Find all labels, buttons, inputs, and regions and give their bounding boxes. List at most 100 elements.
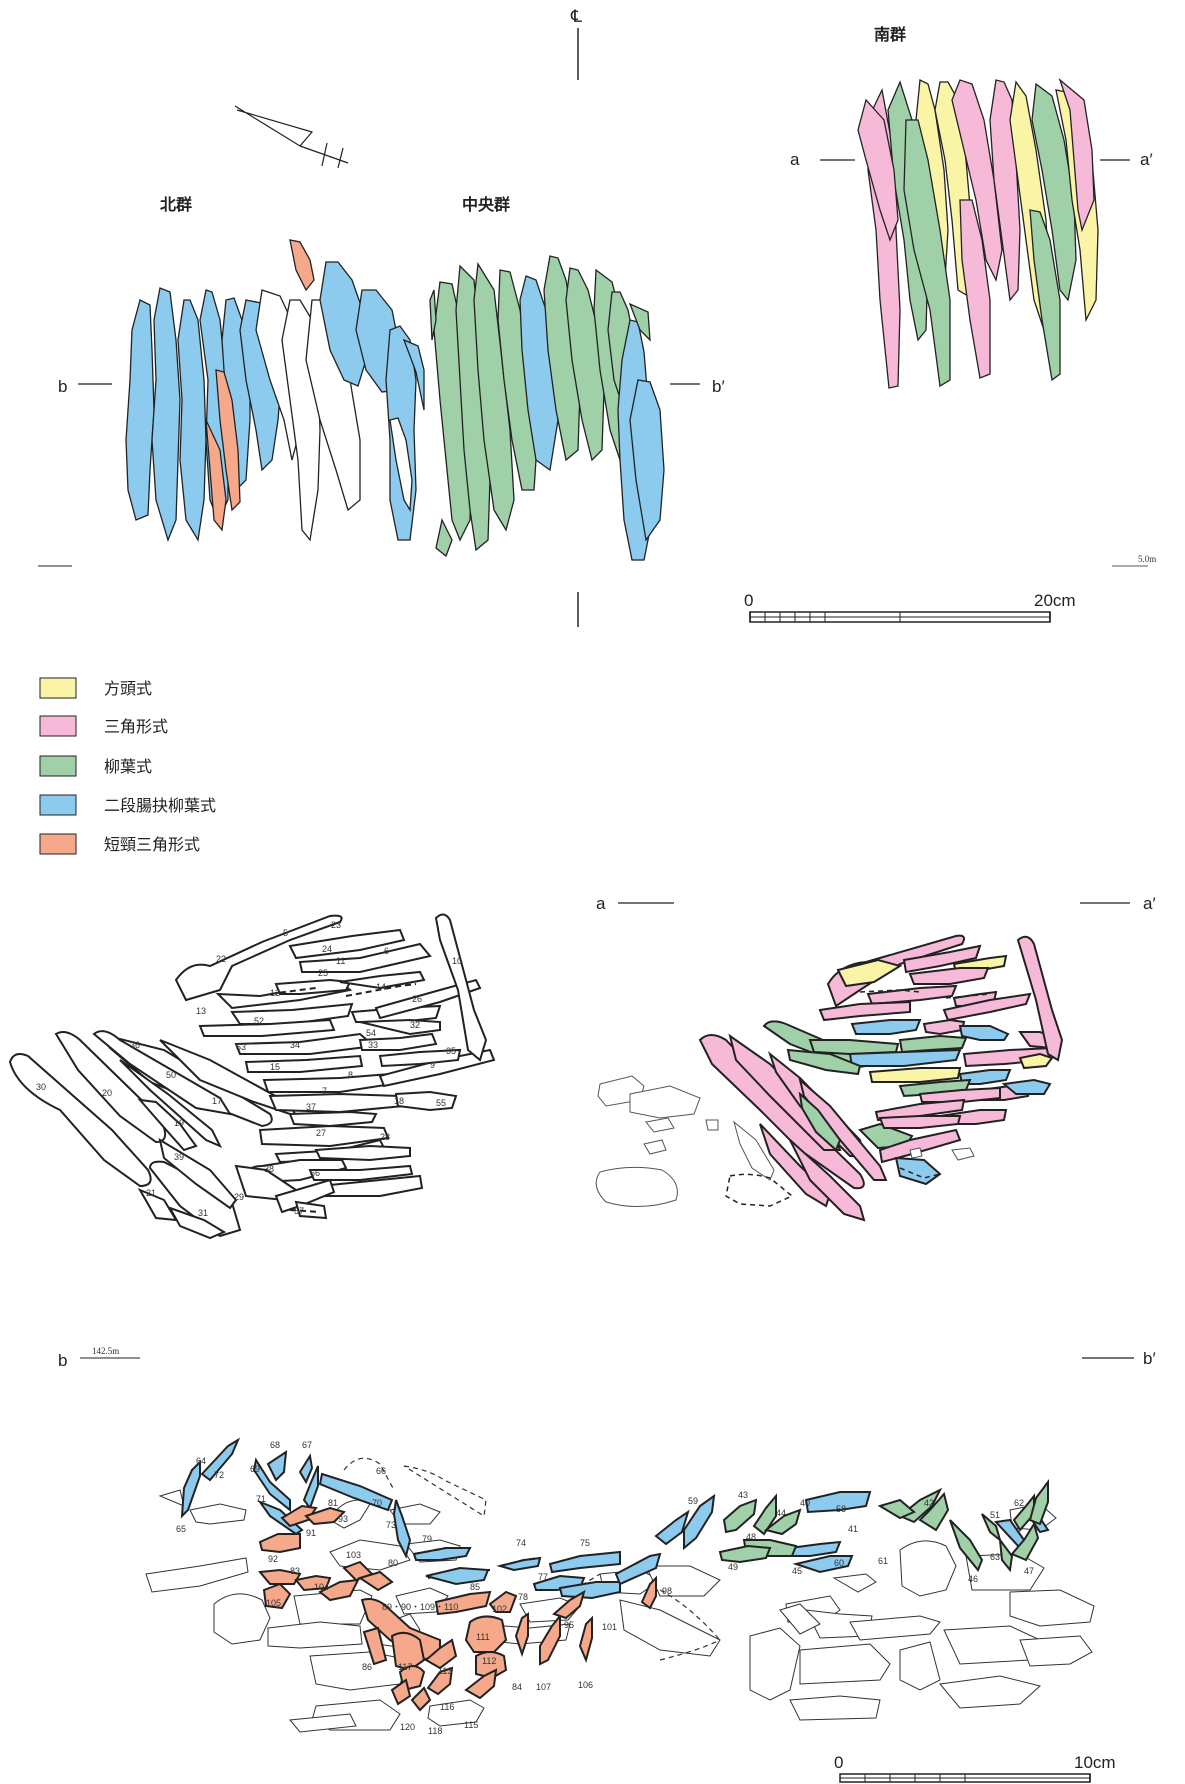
item-number: 104 <box>314 1582 329 1592</box>
central-arrowhead <box>519 275 559 472</box>
section-a-dashed-outlines <box>269 983 417 1213</box>
item-number: 29 <box>234 1192 244 1202</box>
item-number: 33 <box>368 1040 378 1050</box>
item-number: 14 <box>376 982 386 992</box>
item-number: 27 <box>316 1128 326 1138</box>
bottom-scale-end: 10cm <box>1074 1753 1116 1772</box>
item-number: 44 <box>776 1508 786 1518</box>
item-number: 81 <box>328 1498 338 1508</box>
legend-item: 短頸三角形式 <box>39 833 200 855</box>
north-arrow-icon <box>234 105 349 169</box>
item-number: 32 <box>410 1020 420 1030</box>
item-number: 53 <box>236 1042 246 1052</box>
item-number: 89・90・109・110 <box>382 1602 458 1612</box>
item-number: 38 <box>264 1164 274 1174</box>
central-arrowhead <box>497 269 539 491</box>
item-number: 63 <box>990 1552 1000 1562</box>
item-number: 65 <box>176 1524 186 1534</box>
section-a-white-stones <box>595 1075 975 1208</box>
item-number: 25 <box>318 968 328 978</box>
south-group-label: 南群 <box>874 25 906 44</box>
item-number: 36 <box>130 1040 140 1050</box>
item-number: 78 <box>518 1592 528 1602</box>
south-arrowhead <box>857 98 899 242</box>
item-number: 7 <box>322 1086 327 1096</box>
central-group-label: 中央群 <box>462 195 510 214</box>
legend-item: 方頭式 <box>39 677 152 699</box>
elevation-label-top: 5.0m <box>1138 554 1156 564</box>
item-number: 59 <box>688 1496 698 1506</box>
item-number: 102 <box>492 1604 507 1614</box>
item-number: 58 <box>836 1504 846 1514</box>
item-number: 75 <box>580 1538 590 1548</box>
elevation-label-b: 142.5m <box>92 1346 119 1356</box>
item-number: 72 <box>214 1470 224 1480</box>
item-number: 30 <box>36 1082 46 1092</box>
north-group-cluster <box>125 239 425 542</box>
item-number: 92 <box>268 1554 278 1564</box>
section-a: a a′ <box>8 894 1156 1240</box>
section-mark-b: b <box>58 377 67 396</box>
item-number: 40 <box>800 1498 810 1508</box>
item-number: 41 <box>848 1524 858 1534</box>
central-arrowhead <box>429 289 437 341</box>
section-mark-a: a <box>790 150 800 169</box>
item-number: 64 <box>196 1456 206 1466</box>
section-b-numbers: 64 68 67 72 69 66 71 81 70 65 91 93 73 9… <box>176 1440 1034 1736</box>
item-number: 20 <box>102 1088 112 1098</box>
item-number: 86 <box>362 1662 372 1672</box>
item-number: 62 <box>1014 1498 1024 1508</box>
item-number: 105 <box>266 1598 281 1608</box>
top-scale-start: 0 <box>744 591 753 610</box>
item-number: 56 <box>310 1168 320 1178</box>
north-arrowhead <box>319 261 367 387</box>
section-mark-b-prime: b′ <box>712 377 725 396</box>
south-group-cluster <box>857 78 1099 389</box>
north-arrowhead <box>389 417 413 513</box>
item-number: 74 <box>516 1538 526 1548</box>
item-number: 115 <box>464 1720 478 1730</box>
south-arrowhead <box>959 199 991 379</box>
section-b-green-arrowheads <box>718 1479 1049 1573</box>
item-number: 21 <box>146 1188 156 1198</box>
item-number: 83 <box>290 1566 300 1576</box>
south-arrowhead <box>951 79 1003 282</box>
item-number: 48 <box>746 1532 756 1542</box>
section-mark-a-prime: a′ <box>1140 150 1153 169</box>
item-number: 60 <box>834 1558 844 1568</box>
item-number: 68 <box>270 1440 280 1450</box>
north-arrowhead <box>125 299 155 521</box>
south-arrowhead <box>1029 209 1061 382</box>
item-number: 93 <box>338 1514 348 1524</box>
legend: 方頭式 三角形式 柳葉式 二段腸抉柳葉式 短頸三角形式 <box>39 677 216 855</box>
item-number: 49 <box>728 1562 738 1572</box>
legend-label: 柳葉式 <box>104 758 152 776</box>
item-number: 107 <box>536 1682 551 1692</box>
item-number: 42 <box>924 1498 934 1508</box>
item-number: 39 <box>174 1152 184 1162</box>
item-number: 106 <box>578 1680 593 1690</box>
north-arrowhead <box>151 287 181 542</box>
legend-item: 柳葉式 <box>39 755 152 777</box>
item-number: 71 <box>256 1494 266 1504</box>
item-number: 17 <box>212 1096 222 1106</box>
central-arrowhead <box>435 518 453 558</box>
item-number: 73 <box>386 1520 396 1530</box>
section-a-dashed-right <box>725 989 991 1207</box>
item-number: 45 <box>792 1566 802 1576</box>
bottom-scale-start: 0 <box>834 1753 843 1772</box>
item-number: 77 <box>538 1572 548 1582</box>
item-number: 84 <box>512 1682 522 1692</box>
section-b-white-stones <box>145 1489 1095 1733</box>
legend-swatch-tankei <box>39 833 77 855</box>
north-arrowhead <box>402 338 425 411</box>
item-number: 85 <box>470 1582 480 1592</box>
item-number: 28 <box>380 1132 390 1142</box>
central-arrowhead <box>628 302 651 342</box>
item-number: 91 <box>306 1528 316 1538</box>
bottom-scale-bar: 0 10cm <box>834 1753 1116 1783</box>
central-arrowhead <box>543 255 581 462</box>
section-a-mark-right: a′ <box>1143 894 1156 913</box>
centerline-symbol: ℄ <box>570 7 582 26</box>
